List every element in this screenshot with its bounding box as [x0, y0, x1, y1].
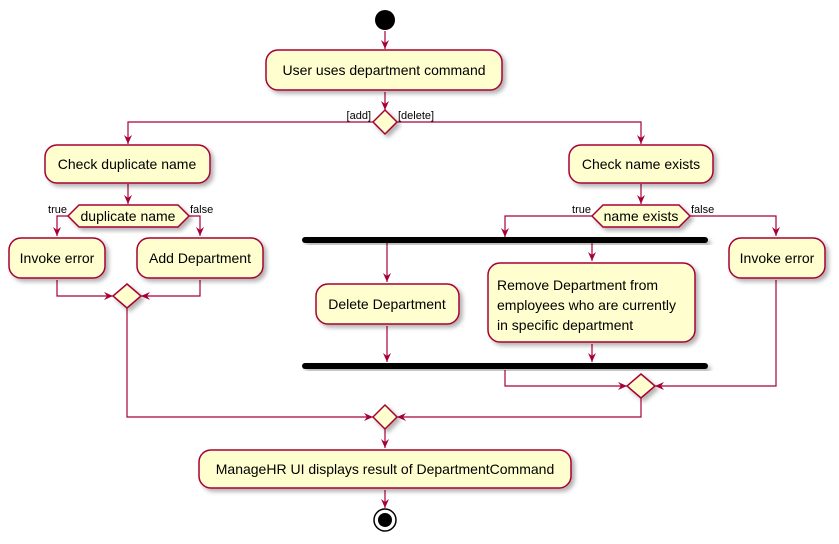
activity-check-duplicate-name: Check duplicate name [44, 144, 211, 184]
activity-user-uses-command-label: User uses department command [282, 62, 485, 78]
final-merge-diamond [371, 403, 399, 431]
activity-remove-department: Remove Department from employees who are… [487, 262, 696, 343]
activity-invoke-error-right: Invoke error [728, 237, 826, 279]
activity-add-department-label: Add Department [149, 250, 251, 266]
guard-false-right: false [691, 204, 714, 216]
activity-remove-department-line-2: employees who are currently [497, 297, 676, 313]
activity-check-name-exists: Check name exists [568, 144, 714, 184]
start-node [375, 10, 395, 30]
activity-invoke-error-right-label: Invoke error [740, 250, 815, 266]
diamonds [111, 108, 657, 431]
guard-true-right: true [572, 204, 591, 216]
activity-check-duplicate-name-label: Check duplicate name [58, 156, 197, 172]
decision-name-exists: name exists [590, 204, 692, 228]
guard-false-left: false [190, 204, 213, 216]
activity-check-name-exists-label: Check name exists [582, 156, 700, 172]
edge-right-merge-to-final-merge [397, 398, 642, 421]
decision-duplicate-name: duplicate name [66, 204, 191, 228]
activity-user-uses-command: User uses department command [265, 49, 503, 91]
edge-invoke-error-right-to-merge [655, 280, 777, 390]
edge-join-to-right-merge [504, 370, 627, 390]
activity-remove-department-line-3: in specific department [497, 317, 633, 333]
activity-managehr-ui-displays: ManageHR UI displays result of Departmen… [198, 449, 572, 489]
activity-delete-department: Delete Department [315, 283, 460, 325]
activity-add-department: Add Department [136, 237, 264, 279]
edge-exists-true [501, 215, 592, 237]
edge-branch-to-check-exists [397, 121, 645, 144]
edge-left-merge-to-final-merge [126, 308, 373, 421]
edge-invoke-error-left-to-merge [56, 280, 113, 300]
end-node [373, 508, 397, 532]
activity-invoke-error-left-label: Invoke error [20, 250, 95, 266]
fork-bar [302, 237, 708, 243]
branch-diamond [371, 108, 399, 136]
right-merge-diamond [625, 373, 657, 399]
edges [53, 31, 780, 508]
join-bar [302, 363, 708, 369]
guard-delete: [delete] [398, 110, 434, 122]
edge-duplicate-false [189, 215, 204, 236]
edge-branch-to-check-duplicate [124, 121, 373, 144]
edge-add-department-to-merge [141, 280, 201, 300]
guard-true-left: true [48, 204, 67, 216]
edge-exists-false [690, 215, 780, 236]
activity-managehr-ui-displays-label: ManageHR UI displays result of Departmen… [216, 461, 554, 477]
edge-duplicate-true [53, 215, 68, 236]
activity-remove-department-line-1: Remove Department from [497, 277, 658, 293]
decision-name-exists-label: name exists [604, 208, 679, 224]
guard-add: [add] [347, 110, 371, 122]
left-merge-diamond [111, 283, 143, 309]
activity-delete-department-label: Delete Department [328, 296, 446, 312]
decision-duplicate-name-label: duplicate name [81, 208, 176, 224]
activity-invoke-error-left: Invoke error [8, 237, 106, 279]
